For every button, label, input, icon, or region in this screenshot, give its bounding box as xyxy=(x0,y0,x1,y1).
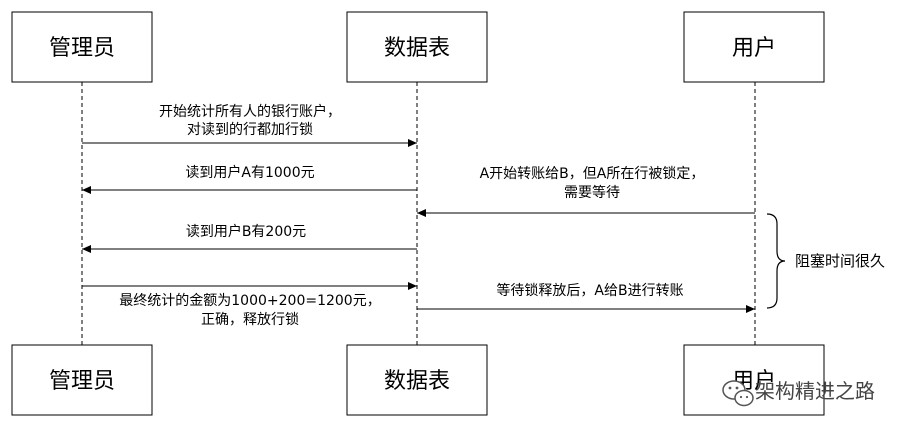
actor-table-label-bottom: 数据表 xyxy=(384,369,450,394)
watermark-text: 架构精进之路 xyxy=(755,379,875,403)
message-6-label: 等待锁释放后，A给B进行转账 xyxy=(496,282,683,299)
actor-table-bottom: 数据表 xyxy=(346,344,488,416)
message-1-line2: 对读到的行都加行锁 xyxy=(187,121,313,138)
actor-user-top: 用户 xyxy=(683,11,825,83)
actor-admin-label-bottom: 管理员 xyxy=(49,369,115,394)
actor-admin-top: 管理员 xyxy=(11,11,153,83)
actor-admin-label: 管理员 xyxy=(49,36,115,61)
blocking-brace xyxy=(766,213,786,309)
message-3-line2: 需要等待 xyxy=(564,184,620,201)
message-4-label: 读到用户B有200元 xyxy=(186,223,306,240)
actor-user-label: 用户 xyxy=(732,36,776,61)
actor-table-label: 数据表 xyxy=(384,36,450,61)
actor-user-bottom: 用户 xyxy=(683,344,825,416)
message-5-line1: 最终统计的金额为1000+200=1200元， xyxy=(119,293,380,309)
blocking-note: 阻塞时间很久 xyxy=(795,252,885,270)
wechat-icon xyxy=(722,380,754,407)
watermark: 架构精进之路 xyxy=(722,379,875,407)
message-3-line1: A开始转账给B，但A所在行被锁定， xyxy=(480,166,705,182)
actor-table-top: 数据表 xyxy=(346,11,488,83)
message-1-line1: 开始统计所有人的银行账户， xyxy=(159,103,341,120)
message-5-line2: 正确，释放行锁 xyxy=(201,312,299,328)
message-2-label: 读到用户A有1000元 xyxy=(185,164,314,181)
actor-admin-bottom: 管理员 xyxy=(11,344,153,416)
